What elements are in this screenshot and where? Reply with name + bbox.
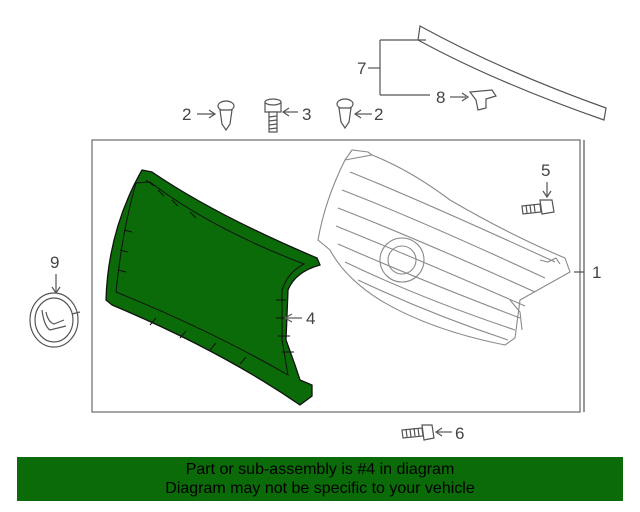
callout-6: 6 xyxy=(455,424,464,443)
emblem-9[interactable] xyxy=(29,292,81,348)
grille-assembly[interactable] xyxy=(317,149,571,346)
callout-3: 3 xyxy=(302,105,311,124)
bolt-3[interactable] xyxy=(264,98,282,133)
callout-9: 9 xyxy=(50,253,59,272)
parts-diagram: 7 8 2 3 2 xyxy=(29,25,607,443)
callout-1: 1 xyxy=(592,263,601,282)
callout-4: 4 xyxy=(306,309,315,328)
push-fastener-2-left[interactable] xyxy=(217,100,235,132)
callout-2-left: 2 xyxy=(182,105,191,124)
molding-strip[interactable] xyxy=(417,25,607,121)
banner-line-2: Diagram may not be specific to your vehi… xyxy=(165,480,475,497)
banner-line-1: Part or sub-assembly is #4 in diagram xyxy=(185,461,455,478)
bolt-5[interactable] xyxy=(521,199,555,215)
info-banner: Part or sub-assembly is #4 in diagram Di… xyxy=(17,457,623,501)
bolt-6[interactable] xyxy=(401,424,435,441)
assembly-frame xyxy=(91,139,581,413)
grille-frame-part-4[interactable] xyxy=(105,169,321,406)
push-fastener-2-right[interactable] xyxy=(336,98,354,130)
callout-7: 7 xyxy=(357,59,366,78)
callout-5: 5 xyxy=(541,161,550,180)
callout-8: 8 xyxy=(436,88,445,107)
clip-8[interactable] xyxy=(468,89,497,111)
callout-2-right: 2 xyxy=(374,105,383,124)
